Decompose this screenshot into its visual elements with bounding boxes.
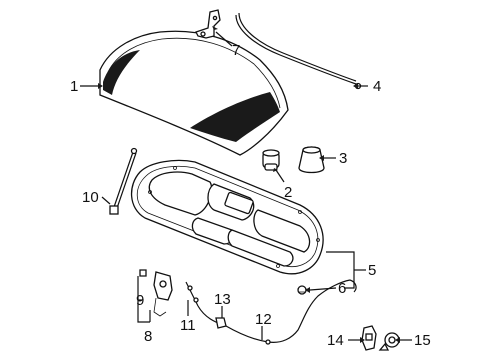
hood-insulator [130,159,324,275]
callout-2: 2 [284,184,292,201]
callout-9: 9 [136,292,144,309]
hood-latch [139,269,173,317]
callout-7: 7 [232,42,240,59]
callout-15: 15 [414,332,431,349]
hood-support-rod [109,147,138,215]
hood-hinge [195,9,221,39]
callout-1: 1 [70,78,78,95]
callout-8: 8 [144,328,152,345]
hood-bumper [262,149,280,171]
insulator-clip [297,285,307,295]
latch-bracket [378,332,400,351]
callout-labels: 1 2 3 4 5 6 7 8 9 10 11 12 13 14 15 [70,42,431,349]
leader-lines [80,26,412,343]
callout-4: 4 [373,78,381,95]
callout-12: 12 [255,311,272,328]
callout-14: 14 [327,332,344,349]
callout-5: 5 [368,262,376,279]
callout-11: 11 [180,317,196,334]
release-handle [185,281,199,307]
callout-13: 13 [214,291,231,308]
release-cable [197,279,357,345]
latch-switch [361,325,377,351]
callout-6: 6 [338,280,346,297]
hood-panel [99,30,289,156]
callout-3: 3 [339,150,347,167]
callout-10: 10 [82,189,99,206]
hood-stopper [298,146,325,174]
